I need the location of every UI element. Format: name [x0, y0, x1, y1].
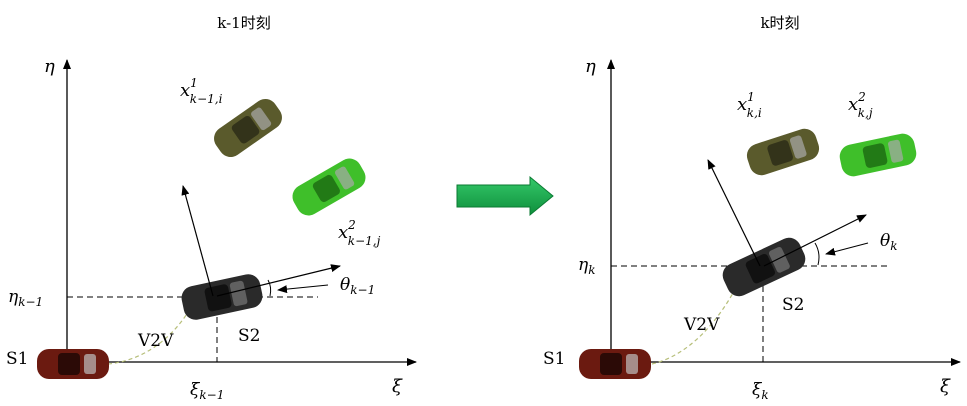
left-panel-title: k-1时刻 — [217, 14, 270, 32]
left-eta-heading-arrow — [181, 185, 214, 297]
right-s2-car — [722, 237, 806, 297]
right-theta-pointer — [825, 242, 869, 256]
right-target1-car — [746, 128, 820, 176]
left-target1-car — [214, 98, 282, 158]
left-target2-car — [292, 158, 366, 216]
left-panel: k-1时刻 η ξ ηk−1 ξk−1 V2V S1 S2 — [6, 14, 417, 402]
right-s1-car — [579, 349, 651, 379]
transition-arrow — [456, 175, 554, 217]
right-panel: k时刻 η ξ ηk ξk V2V S1 S2 — [543, 14, 961, 402]
right-s2-label: S2 — [782, 295, 804, 315]
left-theta-pointer — [277, 284, 329, 294]
right-theta-label: θk — [880, 231, 898, 253]
right-panel-title: k时刻 — [760, 14, 799, 32]
left-eta-mark: ηk−1 — [8, 287, 43, 309]
left-v2v-label: V2V — [137, 331, 174, 351]
right-v2v-link — [651, 279, 741, 365]
right-eta-mark: ηk — [578, 255, 595, 277]
left-xi-mark: ξk−1 — [190, 380, 224, 402]
right-xi-heading-arrow — [763, 214, 867, 267]
left-theta-label: θk−1 — [340, 275, 375, 297]
right-theta-arc — [814, 242, 820, 266]
left-s2-car — [181, 274, 263, 320]
left-s2-label: S2 — [238, 326, 260, 346]
right-v2v-label: V2V — [683, 315, 720, 335]
right-eta-heading-arrow — [707, 159, 761, 267]
left-theta-arc — [267, 279, 272, 297]
left-s1-car — [37, 349, 109, 379]
right-xi-mark: ξk — [752, 380, 769, 402]
right-s1-label: S1 — [543, 349, 565, 369]
left-xi-heading-arrow — [216, 264, 341, 297]
right-eta-axis-label: η — [585, 56, 596, 77]
left-eta-axis-label: η — [44, 56, 55, 77]
left-s1-label: S1 — [6, 349, 28, 369]
right-xi-axis-label: ξ — [940, 376, 951, 397]
right-target2-car — [839, 133, 917, 177]
left-xi-axis-label: ξ — [392, 376, 403, 397]
